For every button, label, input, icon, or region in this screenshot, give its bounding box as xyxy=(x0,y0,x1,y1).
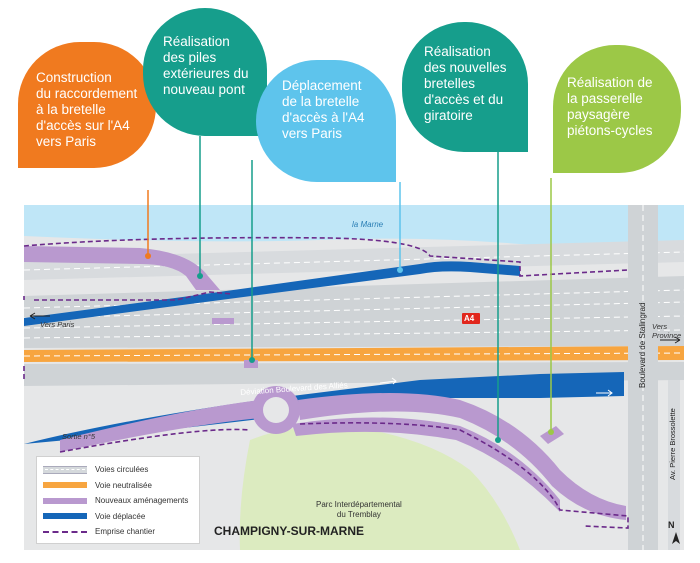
legend-swatch-purple xyxy=(43,497,87,504)
legend-item-neutralised: Voie neutralisée xyxy=(43,478,193,494)
displaced-ramp-upper xyxy=(24,261,520,326)
purple-ramp-east-inner xyxy=(292,417,560,512)
callout-text: Réalisation des nouvelles bretelles d'ac… xyxy=(424,44,507,123)
leader-dot-2 xyxy=(197,273,203,279)
purple-ramp-east xyxy=(298,393,626,520)
legend-item-displaced: Voie déplacée xyxy=(43,509,193,525)
a4-label: A4 xyxy=(464,314,475,323)
arrow-right-icon xyxy=(660,336,681,344)
callout-raccordement: Construction du raccordement à la bretel… xyxy=(18,42,156,168)
legend-swatch-blue xyxy=(43,513,87,520)
footbridge xyxy=(540,426,564,444)
pier-footprint xyxy=(212,318,234,324)
legend-item-new: Nouveaux aménagements xyxy=(43,493,193,509)
purple-ramp-left xyxy=(24,246,220,290)
legend: Voies circulées Voie neutralisée Nouveau… xyxy=(36,456,200,544)
legend-label: Voies circulées xyxy=(95,465,149,475)
park-label: Parc Interdépartemental du Tremblay xyxy=(316,500,402,519)
leader-dot-4 xyxy=(495,437,501,443)
lane-marking xyxy=(23,352,685,357)
construction-boundary xyxy=(23,236,629,529)
construction-boundary xyxy=(34,291,233,301)
river-marne xyxy=(24,205,684,248)
neutralised-lane xyxy=(24,346,684,362)
city-label: CHAMPIGNY-SUR-MARNE xyxy=(214,524,364,538)
legend-label: Nouveaux aménagements xyxy=(95,496,189,506)
avenue-brossolette xyxy=(668,380,680,550)
arrow-left-icon xyxy=(29,312,50,320)
legend-swatch-orange xyxy=(43,482,87,489)
callout-text: Construction du raccordement à la bretel… xyxy=(36,70,138,149)
lane-marking xyxy=(23,315,685,329)
pier-footprint xyxy=(244,360,258,368)
north-arrow-icon xyxy=(672,532,680,544)
park-tremblay xyxy=(239,425,520,550)
callout-bretelles: Réalisation des nouvelles bretelles d'ac… xyxy=(402,22,528,152)
leader-dot-2b xyxy=(249,357,255,363)
callout-text: Réalisation de la passerelle paysagère p… xyxy=(567,75,653,138)
legend-label: Voie déplacée xyxy=(95,511,146,521)
sortie-label: Sortie n°5 xyxy=(62,432,96,441)
a4-badge xyxy=(462,313,480,324)
lane-marking xyxy=(23,251,685,271)
callout-deplacement: Déplacement de la bretelle d'accès à l'A… xyxy=(256,60,396,182)
brossolette-label: Av. Pierre Brossolette xyxy=(668,408,677,480)
vers-province-label: Vers Province xyxy=(652,322,682,340)
callout-passerelle: Réalisation de la passerelle paysagère p… xyxy=(553,45,681,173)
legend-swatch-road xyxy=(43,465,87,474)
callout-text: Réalisation des piles extérieures du nou… xyxy=(163,34,249,97)
lane-marking xyxy=(23,329,685,339)
leader-dot-3 xyxy=(397,267,403,273)
legend-swatch-dash xyxy=(43,530,87,533)
vers-paris-label: Vers Paris xyxy=(40,320,75,329)
legend-label: Emprise chantier xyxy=(95,527,156,537)
roundabout-island xyxy=(263,397,289,423)
leader-dot-5 xyxy=(548,429,554,435)
leader-dot-1 xyxy=(145,253,151,259)
stalingrad-label: Boulevard de Stalingrad xyxy=(638,302,647,388)
lane-marking xyxy=(23,301,685,319)
legend-item-boundary: Emprise chantier xyxy=(43,524,193,540)
callout-text: Déplacement de la bretelle d'accès à l'A… xyxy=(282,78,365,141)
purple-ramp-lower-left xyxy=(60,400,260,452)
legend-item-road: Voies circulées xyxy=(43,462,193,478)
legend-label: Voie neutralisée xyxy=(95,480,152,490)
river-label: la Marne xyxy=(352,220,384,229)
north-label: N xyxy=(668,520,675,530)
callout-piles: Réalisation des piles extérieures du nou… xyxy=(143,8,267,136)
